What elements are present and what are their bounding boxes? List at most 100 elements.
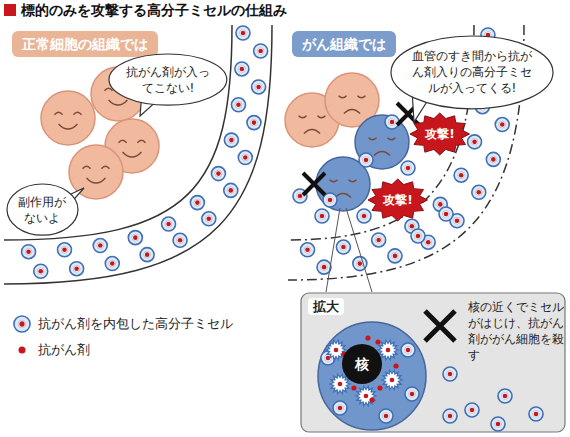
micelle-row-guide — [4, 25, 243, 252]
panel-label: 正常細胞の組織では — [12, 31, 158, 57]
zoom-leader — [326, 208, 372, 292]
micelle-core — [375, 237, 382, 244]
micelle-core — [454, 217, 461, 224]
micelle — [529, 407, 543, 421]
drug-dot — [410, 224, 415, 229]
micelle — [405, 387, 419, 401]
drug-dot — [438, 202, 443, 207]
micelle-core — [238, 66, 245, 73]
micelle-core — [177, 237, 184, 244]
drug-dot — [328, 198, 333, 203]
drug-dot — [496, 422, 501, 427]
normal-cell — [41, 91, 95, 145]
drug-dot — [410, 392, 415, 397]
micelle-core — [405, 165, 412, 172]
micelle-core — [144, 251, 151, 258]
legend-swatch — [19, 347, 26, 354]
attack-burst: 攻撃! — [367, 178, 428, 222]
micelle-core — [363, 157, 370, 164]
micelle-core — [37, 268, 44, 275]
micelle — [173, 233, 187, 247]
micelle-core — [415, 233, 422, 240]
micelle — [236, 26, 250, 40]
micelle — [495, 118, 509, 132]
bursting-micelle — [326, 340, 346, 359]
drug-dot — [241, 31, 246, 36]
shape-outline — [6, 183, 79, 236]
drug-dot — [338, 406, 343, 411]
drug-dot — [62, 248, 67, 253]
micelle-core — [255, 84, 262, 91]
micelle — [235, 62, 249, 76]
cell-eye — [137, 140, 145, 143]
x-mark — [303, 173, 325, 195]
node-text: がん組織では — [302, 35, 386, 53]
drug-dot — [459, 173, 464, 178]
micelle-row-guide — [4, 25, 261, 272]
micelle-core — [251, 119, 258, 126]
micelle-core — [227, 187, 234, 194]
micelle-core — [437, 201, 444, 208]
drug-dot — [500, 122, 505, 127]
drug-dot — [38, 269, 43, 274]
micelle-core — [443, 211, 450, 218]
drug-dot — [351, 385, 356, 390]
micelle — [372, 233, 386, 247]
drug-dot — [503, 394, 508, 399]
micelle-core — [471, 138, 478, 145]
micelle — [202, 212, 216, 226]
drug-dot — [256, 85, 261, 90]
micelle — [14, 316, 30, 332]
micelle-core — [405, 347, 412, 354]
legend-text: 抗がん剤 — [38, 341, 90, 359]
drug-dot — [472, 140, 477, 145]
micelle — [388, 249, 402, 263]
micelle — [254, 44, 268, 58]
micelle-core — [25, 248, 32, 255]
drug-dot — [133, 235, 138, 240]
micelle-core — [392, 253, 399, 260]
micelle-core — [469, 407, 476, 414]
micelle-core — [240, 30, 247, 37]
title: 標的のみを攻撃する高分子ミセルの仕組み — [21, 2, 287, 20]
micelle — [315, 209, 329, 223]
micelle — [34, 264, 48, 278]
legend-item: 抗がん剤を内包した高分子ミセル — [12, 314, 233, 334]
legend-text: 抗がん剤を内包した高分子ミセル — [38, 315, 233, 333]
micelle-core — [242, 154, 249, 161]
micelle-core — [194, 199, 201, 206]
micelle-core — [61, 246, 68, 253]
micelle-core — [425, 239, 432, 246]
micelle — [333, 401, 347, 415]
drug-dot — [376, 238, 381, 243]
micelle — [401, 161, 415, 175]
cell-mouth — [123, 152, 142, 157]
legend: 抗がん剤を内包した高分子ミセル抗がん剤 — [12, 314, 233, 366]
cell-eye — [83, 166, 91, 169]
micelle — [491, 417, 505, 431]
drug-dot — [341, 245, 346, 250]
bursting-micelle — [378, 340, 398, 359]
cell-mouth — [304, 129, 320, 133]
nucleus-body — [342, 344, 382, 384]
cell-eye — [330, 180, 338, 182]
zoom-frame — [301, 293, 565, 432]
legend-sample — [12, 314, 32, 334]
micelle — [385, 115, 399, 129]
cell-eye — [339, 96, 347, 98]
micelle — [323, 193, 337, 207]
drug-dot — [416, 234, 421, 239]
micelle — [465, 403, 479, 417]
micelle-core — [447, 371, 454, 378]
burst-outline — [410, 113, 469, 155]
drug-dot — [365, 335, 370, 340]
drug-dot — [364, 394, 369, 399]
cell-eye — [317, 116, 325, 118]
drug-dot — [390, 120, 395, 125]
speech-bubble: 副作用がないよ — [6, 183, 79, 236]
cell-mouth — [87, 178, 106, 183]
cell-mouth — [59, 124, 78, 129]
micelle — [247, 116, 261, 130]
x-mark — [425, 311, 455, 341]
